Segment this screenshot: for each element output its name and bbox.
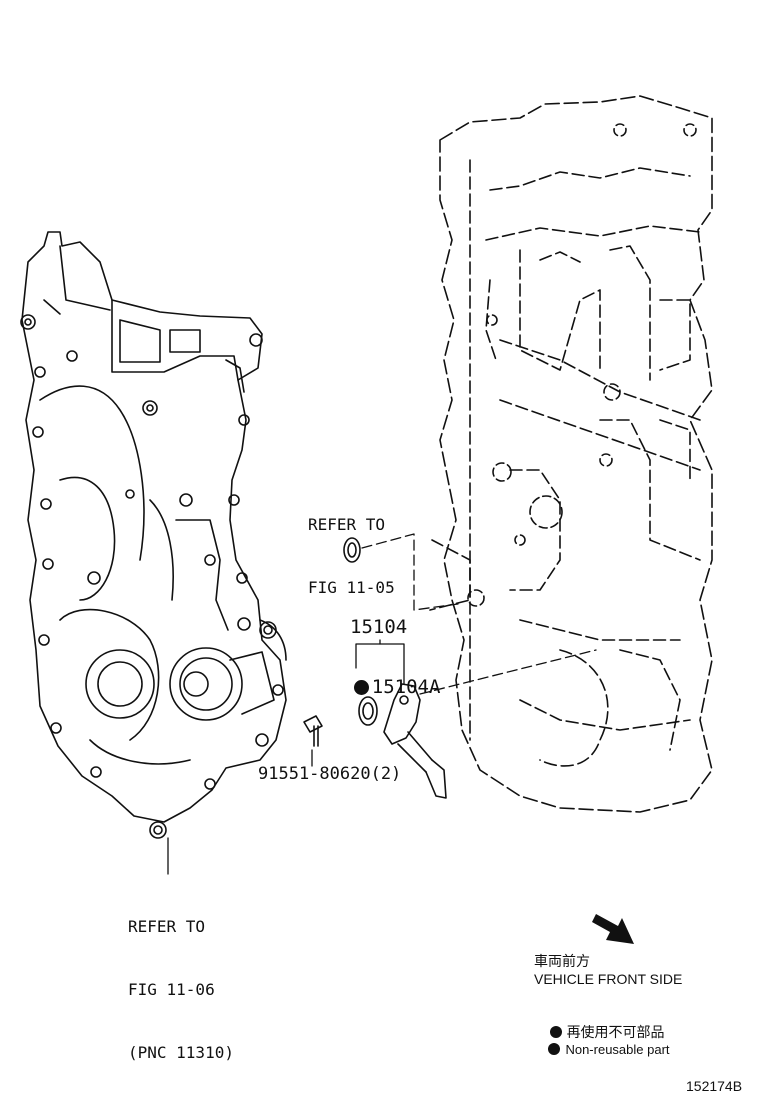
part-number-bolt: 91551-80620(2) xyxy=(258,764,402,784)
legend-nonreusable-jp: 再使用不可部品 xyxy=(534,1006,665,1058)
figure-id: 152174B xyxy=(686,1078,743,1094)
callout-refer-line2: FIG 11-06 xyxy=(128,980,215,999)
o-ring-15104a xyxy=(358,696,378,726)
legend-vehicle-front-en: VEHICLE FRONT SIDE xyxy=(534,971,683,987)
engine-block-outline xyxy=(429,95,713,813)
o-ring-upper xyxy=(343,537,361,563)
callout-refer-line2: FIG 11-05 xyxy=(308,578,395,597)
part-number-15104: 15104 xyxy=(350,616,408,638)
legend-nonreusable-en: Non-reusable part xyxy=(534,1027,670,1072)
oil-strainer-15104 xyxy=(383,683,447,799)
callout-refer-line3: (PNC 11310) xyxy=(128,1043,234,1062)
timing-cover-outline xyxy=(20,231,287,839)
arrow-down-right-icon xyxy=(592,914,634,944)
filled-circle-icon xyxy=(548,1043,561,1055)
legend-vehicle-front-jp: 車両前方 xyxy=(534,953,590,969)
callout-refer-line1: REFER TO xyxy=(308,515,386,534)
callout-refer-line1: REFER TO xyxy=(128,917,206,936)
filled-circle-icon xyxy=(549,1026,562,1038)
part-number-15104a-label: 15104A xyxy=(371,676,441,698)
callout-refer-fig-11-06: REFER TO FIG 11-06 (PNC 11310) xyxy=(128,874,234,1105)
legend-nonreusable-jp-text: 再使用不可部品 xyxy=(566,1024,665,1040)
leader-lines xyxy=(167,533,597,875)
callout-refer-fig-11-05: REFER TO FIG 11-05 xyxy=(308,472,395,640)
legend-nonreusable-en-text: Non-reusable part xyxy=(565,1042,670,1057)
bolt-91551 xyxy=(303,715,323,747)
filled-circle-icon xyxy=(353,680,369,695)
part-number-15104a: 15104A xyxy=(308,654,440,720)
